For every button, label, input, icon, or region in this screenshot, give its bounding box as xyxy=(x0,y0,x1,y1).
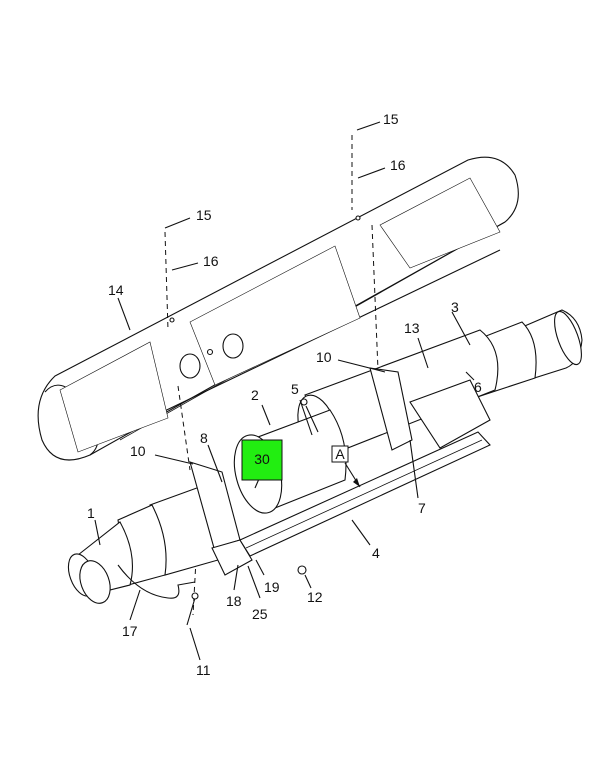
alignment-lines xyxy=(164,135,379,616)
callout-11: 11 xyxy=(196,662,211,678)
callout-18: 18 xyxy=(226,593,242,609)
callout-8: 8 xyxy=(200,430,208,446)
callout-25: 25 xyxy=(252,606,268,622)
callout-6: 6 xyxy=(474,379,482,395)
callout-3: 3 xyxy=(451,299,459,315)
view-marker: A xyxy=(331,445,361,488)
callout-10-left: 10 xyxy=(130,443,146,459)
callout-16-left: 16 xyxy=(203,253,219,269)
callout-12: 12 xyxy=(307,589,323,605)
callout-15-top: 15 xyxy=(383,111,399,127)
callout-15-left: 15 xyxy=(196,207,212,223)
callout-16-top: 16 xyxy=(390,157,406,173)
leader-lines xyxy=(94,121,475,661)
callout-2: 2 xyxy=(251,387,259,403)
nut xyxy=(297,565,307,575)
heat-shield-hole xyxy=(222,333,244,359)
callout-14: 14 xyxy=(108,282,124,298)
heat-shield-hole xyxy=(179,353,201,379)
callout-17: 17 xyxy=(122,623,138,639)
view-marker-label: A xyxy=(335,446,345,462)
callout-labels: 15 16 15 16 14 3 13 10 6 5 2 10 8 7 4 1 … xyxy=(87,111,482,678)
callout-1: 1 xyxy=(87,505,95,521)
callout-7: 7 xyxy=(418,500,426,516)
callout-30: 30 xyxy=(254,451,270,467)
callout-4: 4 xyxy=(372,545,380,561)
callout-30-highlight[interactable]: 30 xyxy=(241,439,283,481)
callout-19: 19 xyxy=(264,579,280,595)
callout-13: 13 xyxy=(404,320,420,336)
callout-10-right: 10 xyxy=(316,349,332,365)
heat-shield xyxy=(37,156,519,461)
callout-5: 5 xyxy=(291,381,299,397)
